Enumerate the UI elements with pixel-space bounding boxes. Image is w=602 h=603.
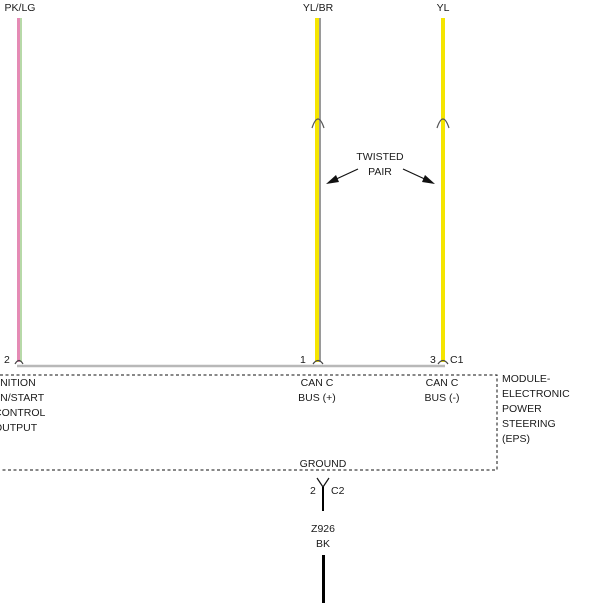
pin-1-label-line1: CAN C (301, 377, 334, 389)
twisted-pair-arrow-left (326, 168, 359, 184)
pin-2-label-line2: RUN/START (0, 392, 45, 404)
module-eps-boundary (0, 374, 498, 471)
twisted-pair-arrow-right (402, 168, 435, 184)
module-name-line2: ELECTRONIC (502, 388, 570, 400)
pin-2-label-line4: OUTPUT (0, 422, 38, 434)
ground-wire-color-label: BK (316, 538, 330, 550)
connector-c1-label: C1 (450, 354, 464, 366)
wire-hop-middle (311, 118, 325, 129)
ground-pin-terminal (316, 477, 330, 488)
ground-circuit-label: Z926 (311, 523, 335, 535)
pin-1-label-line2: BUS (+) (298, 392, 336, 404)
wire-label-yl-br: YL/BR (303, 2, 334, 14)
pin-number-1: 1 (300, 354, 306, 366)
twisted-pair-label-line2: PAIR (368, 166, 392, 178)
module-name-line1: MODULE- (502, 373, 551, 385)
twisted-pair-label-line1: TWISTED (356, 151, 404, 163)
pin-3-terminal (437, 359, 449, 365)
wire-yl (441, 18, 445, 362)
wire-label-pk-lg: PK/LG (5, 2, 36, 14)
wire-yl-br (315, 18, 321, 362)
module-name-line5: (EPS) (502, 433, 530, 445)
module-ground-label: GROUND (300, 458, 347, 470)
pin-number-3: 3 (430, 354, 436, 366)
pin-number-2: 2 (4, 354, 10, 366)
pin-2-terminal (14, 359, 24, 365)
ground-pin-number: 2 (310, 485, 316, 497)
wire-label-yl: YL (437, 2, 450, 14)
ground-wire-lower (322, 555, 325, 603)
wire-hop-right (436, 118, 450, 129)
pin-3-label-line1: CAN C (426, 377, 459, 389)
ground-connector-label: C2 (331, 485, 345, 497)
ground-wire-upper (322, 487, 324, 511)
pin-2-label-line1: IGNITION (0, 377, 36, 389)
module-name-line3: POWER (502, 403, 542, 415)
wire-pk-lg (17, 18, 22, 362)
pin-3-label-line2: BUS (-) (425, 392, 460, 404)
pin-1-terminal (312, 359, 324, 365)
module-name-line4: STEERING (502, 418, 556, 430)
pin-2-label-line3: CONTROL (0, 407, 45, 419)
